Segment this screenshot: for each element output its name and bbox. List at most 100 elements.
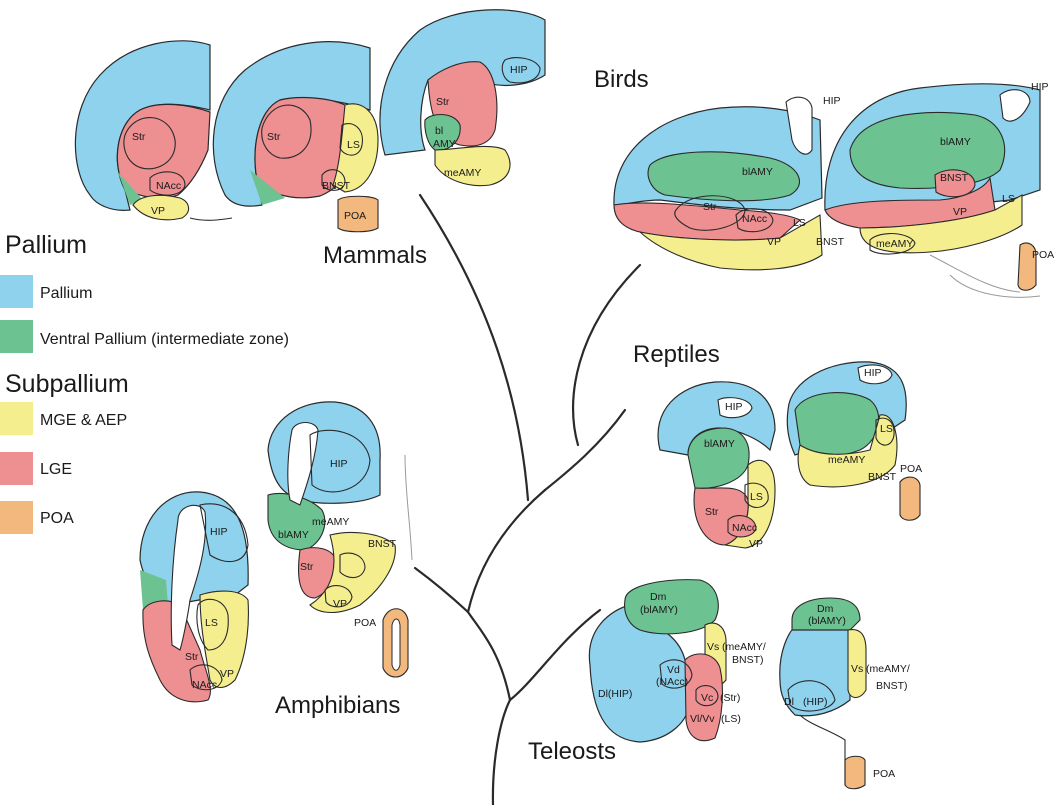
- label-bnst: BNST: [868, 471, 897, 483]
- hip-outline: [309, 429, 371, 493]
- label-meamy: meAMY: [312, 516, 349, 528]
- label-vs: Vs: [707, 641, 719, 653]
- label-bnst: BNST: [816, 236, 845, 248]
- label-nacc: (NAcc): [656, 676, 688, 688]
- pallium-region: [267, 401, 381, 504]
- ventricle: [170, 504, 207, 651]
- legend-label-lge: LGE: [40, 461, 72, 478]
- label-blamy: blAMY: [278, 529, 309, 541]
- label-ls: LS: [347, 139, 360, 151]
- teleost-brain-section-1: [588, 579, 727, 743]
- tree-trunk: [466, 610, 512, 805]
- amphibian-brain-section-1: [139, 491, 249, 703]
- label-meamy: meAMY: [444, 167, 481, 179]
- vc-outline: [695, 684, 719, 707]
- amphibian-labels: HIP LS Str VP NAcc HIP meAMY blAMY Str B…: [185, 458, 397, 691]
- ls-outline: [875, 417, 895, 446]
- taxon-label-reptiles: Reptiles: [633, 341, 720, 368]
- label-dl-hip: Dl(HIP): [598, 688, 632, 700]
- label-blamy: blAMY: [704, 438, 735, 450]
- ventral-pallium-region: [624, 579, 719, 635]
- striatum-outline: [674, 195, 746, 231]
- hip-outline: [199, 503, 249, 563]
- ventral-pallium-region: [849, 112, 1006, 189]
- tree-branch-mammals: [418, 193, 530, 502]
- label-blamy: blAMY: [742, 166, 773, 178]
- label-poa: POA: [1032, 249, 1054, 261]
- taxon-label-teleosts: Teleosts: [528, 738, 616, 765]
- legend-swatch-poa: [0, 501, 33, 534]
- ventral-pallium-region: [687, 427, 750, 489]
- mammal-brain-section-1: [74, 40, 233, 221]
- mge-region: [332, 103, 379, 193]
- tree-branch-amphibians: [413, 566, 470, 614]
- label-str: Str: [300, 561, 314, 573]
- meamy-outline: [869, 233, 916, 255]
- label-dm: Dm: [650, 591, 667, 603]
- caudal-outline: [799, 714, 846, 785]
- striatum-outline: [261, 104, 312, 159]
- pallium-region: [74, 40, 211, 211]
- bnst-outline: [321, 169, 346, 191]
- hip-outline: [999, 89, 1031, 122]
- hip-region: [501, 57, 541, 84]
- reptile-brain-section-2: [786, 361, 921, 521]
- phylogenetic-tree: [413, 193, 642, 805]
- hip-outline: [857, 364, 893, 385]
- nacc-outline: [727, 515, 757, 538]
- legend-header-pallium: Pallium: [5, 231, 87, 259]
- label-ls: LS: [750, 491, 763, 503]
- poa-region: [337, 195, 379, 233]
- label-vp: VP: [151, 205, 165, 217]
- label-vp: VP: [953, 206, 967, 218]
- label-blamy: blAMY: [940, 136, 971, 148]
- ls-outline: [196, 598, 229, 651]
- mge-region: [434, 145, 511, 187]
- legend-label-poa: POA: [40, 510, 74, 527]
- nacc-outline: [149, 171, 186, 196]
- teleost-brain-section-2: [779, 597, 867, 790]
- label-hip: HIP: [210, 526, 228, 538]
- nacc-outline: [735, 208, 774, 233]
- label-hip: HIP: [330, 458, 348, 470]
- striatum-outline: [123, 117, 176, 170]
- label-vs: Vs: [851, 663, 863, 675]
- tree-branch-teleosts: [508, 608, 602, 702]
- label-blamy: (blAMY): [808, 615, 846, 627]
- label-poa: POA: [344, 210, 366, 222]
- label-ls: LS: [793, 217, 806, 229]
- label-hip: HIP: [725, 401, 743, 413]
- ls-outline: [339, 123, 363, 156]
- label-hip: HIP: [1031, 81, 1049, 93]
- ventral-pallium-region: [647, 151, 801, 202]
- label-bnst: BNST: [368, 538, 397, 550]
- legend-swatch-lge: [0, 452, 33, 485]
- label-ls: (LS): [721, 713, 741, 725]
- label-meamy: meAMY: [876, 238, 913, 250]
- label-nacc: NAcc: [156, 180, 181, 192]
- label-vp: VP: [749, 538, 763, 550]
- label-meamy: meAMY: [828, 454, 865, 466]
- label-hip: HIP: [510, 64, 528, 76]
- label-hip: HIP: [823, 95, 841, 107]
- ventral-pallium-region: [424, 114, 461, 151]
- poa-ventricle: [391, 618, 401, 671]
- legend: Pallium Pallium Ventral Pallium (interme…: [0, 231, 289, 534]
- label-nacc: NAcc: [732, 522, 757, 534]
- caudal-outline: [404, 454, 413, 561]
- ventral-pallium-region: [250, 170, 285, 205]
- lge-region: [684, 653, 724, 742]
- legend-label-mge-aep: MGE & AEP: [40, 412, 127, 429]
- hip-outline: [785, 96, 813, 155]
- taxon-label-birds: Birds: [594, 66, 649, 93]
- dl-outline: [787, 680, 836, 712]
- label-bl: bl: [435, 125, 443, 137]
- label-poa: POA: [873, 768, 895, 780]
- label-amy: AMY: [433, 138, 456, 150]
- midline-outline: [189, 217, 233, 221]
- poa-region: [844, 755, 866, 790]
- label-vp: VP: [333, 598, 347, 610]
- mammal-labels: Str NAcc VP Str LS BNST POA Str bl AMY m…: [132, 64, 528, 222]
